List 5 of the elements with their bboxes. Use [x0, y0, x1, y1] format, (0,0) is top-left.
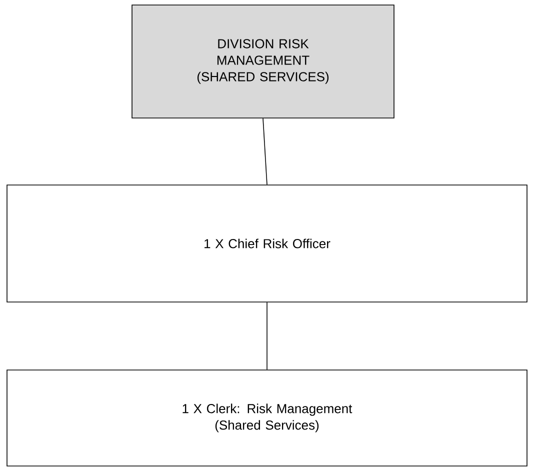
connector-line	[266, 302, 268, 370]
division-box: DIVISION RISK MANAGEMENT (SHARED SERVICES)	[132, 4, 394, 118]
position-box: 1 X Chief Risk Officer	[6, 184, 528, 302]
connector-line	[262, 118, 268, 185]
position-box: 1 X Clerk: Risk Management (Shared Services)	[6, 370, 528, 466]
